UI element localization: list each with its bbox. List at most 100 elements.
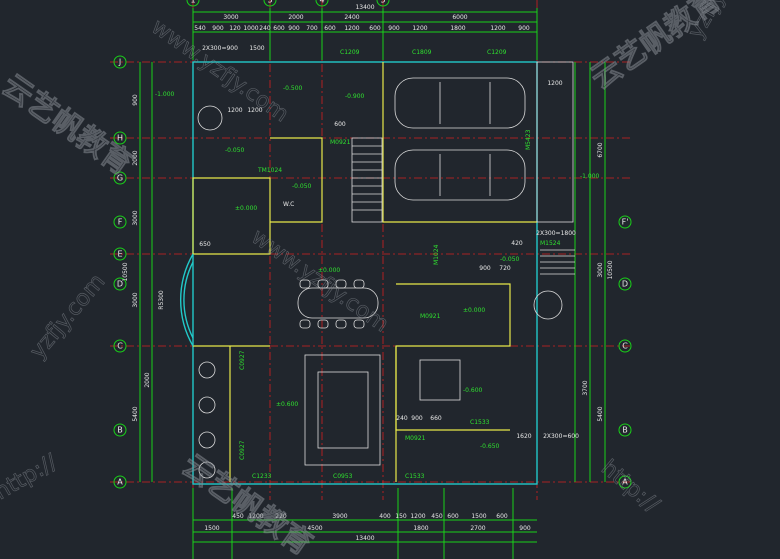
label: M1524 — [540, 240, 561, 247]
dim-top: 6000 — [452, 14, 467, 21]
label: 1200 — [547, 80, 562, 87]
label: ±0.000 — [318, 267, 340, 274]
plant-icons — [197, 105, 563, 479]
column-axis-bubbles: 1 3 4 5 — [186, 0, 390, 7]
window-labels: C1209 C1809 C1209 C1533 C0953 C1233 C153… — [239, 49, 507, 480]
label: 420 — [511, 240, 523, 247]
dim-top: 3000 — [223, 14, 238, 21]
watermark-text: http:// — [596, 455, 664, 518]
label: 720 — [499, 265, 511, 272]
label: C1533 — [470, 419, 490, 426]
building-walls — [180, 61, 574, 485]
dim: 600 — [324, 25, 336, 32]
dim: 13400 — [355, 535, 374, 542]
level-labels: -0.900 -0.500 -0.050 -0.050 ±0.000 ±0.00… — [155, 85, 600, 450]
watermark-text: yzfjy.com — [25, 269, 110, 363]
dim: 1800 — [413, 525, 428, 532]
dim: 5400 — [597, 406, 604, 421]
label: C1533 — [405, 473, 425, 480]
dim: 1200 — [412, 25, 427, 32]
dim: 900 — [212, 25, 224, 32]
door-labels: M0921 M0921 M0921 M1024 M5423 TM1024 M15… — [257, 129, 561, 442]
axis-label: F — [118, 218, 123, 227]
stairs — [351, 137, 575, 275]
label: -1.000 — [580, 173, 600, 180]
left-dims: 900 2000 3000 3000 5400 10500 2000 — [122, 94, 151, 422]
side-dimension-lines — [139, 62, 606, 482]
dim: 3000 — [597, 262, 604, 277]
label: C1209 — [340, 49, 360, 56]
axis-label: D — [622, 280, 628, 289]
dim: 400 — [379, 513, 391, 520]
axis-label: J — [118, 58, 121, 67]
label: 900 — [479, 265, 491, 272]
dim: 600 — [273, 25, 285, 32]
row-axis-bubbles-left: J H G F E D C B A — [113, 55, 127, 489]
right-dims: 6700 3000 10500 5400 3700 — [582, 142, 614, 421]
dim: 1200 — [410, 513, 425, 520]
dim: 3700 — [582, 380, 589, 395]
dim: 220 — [275, 513, 287, 520]
label: -0.650 — [480, 443, 500, 450]
axis-label: E — [117, 250, 122, 259]
dim: 1200 — [490, 25, 505, 32]
car-icons — [394, 77, 526, 201]
label: M1024 — [433, 244, 440, 265]
dim: 450 — [431, 513, 443, 520]
axis-label: 5 — [380, 0, 385, 5]
axis-label: D — [117, 280, 123, 289]
label: ±0.000 — [463, 307, 485, 314]
dim: 900 — [518, 25, 530, 32]
dim: 900 — [288, 25, 300, 32]
label: 650 — [199, 241, 211, 248]
dim: 1500 — [204, 525, 219, 532]
label: -0.600 — [463, 387, 483, 394]
label: ±0.600 — [276, 401, 298, 408]
label: -0.900 — [345, 93, 365, 100]
dining-table-icon — [297, 279, 379, 329]
label: ±0.000 — [235, 205, 257, 212]
label: 2X300=1800 — [536, 230, 576, 237]
label: C0927 — [239, 350, 246, 370]
dim: 2700 — [470, 525, 485, 532]
dim: 2000 — [132, 150, 139, 165]
dim: 600 — [369, 25, 381, 32]
room-label-wc: W.C — [283, 201, 294, 208]
axis-label: 1 — [190, 0, 195, 5]
row-axis-bubbles-right: F' D C B A — [618, 215, 632, 489]
dim: 1200 — [248, 513, 263, 520]
label: M0921 — [330, 139, 351, 146]
label: -0.050 — [292, 183, 312, 190]
label: M5423 — [525, 129, 532, 150]
dim: 450 — [232, 513, 244, 520]
watermark-text: http:// — [0, 450, 62, 506]
axis-label: A — [622, 478, 628, 487]
label: 2X300=600 — [543, 433, 579, 440]
axis-label: B — [117, 426, 123, 435]
dim: 700 — [306, 25, 318, 32]
watermark: 云艺帆教育 云艺帆教育 云艺帆教育 www.yzfjy.com www.yzfj… — [0, 0, 757, 559]
dim: 600 — [447, 513, 459, 520]
dim: 900 — [388, 25, 400, 32]
dim-top-total: 13400 — [355, 4, 374, 11]
axis-label: 3 — [267, 0, 272, 5]
label: C0927 — [239, 440, 246, 460]
label: 240 — [396, 415, 408, 422]
dim: 900 — [519, 525, 531, 532]
dim: 1500 — [471, 513, 486, 520]
dim: 3000 — [132, 292, 139, 307]
axis-label: H — [117, 134, 123, 143]
dim: 5400 — [132, 406, 139, 421]
label: 660 — [430, 415, 442, 422]
label: -0.050 — [500, 256, 520, 263]
axis-label: C — [622, 342, 628, 351]
dim: 1000 — [243, 25, 258, 32]
dim: 4500 — [307, 525, 322, 532]
dim: 1200 — [344, 25, 359, 32]
label: 600 — [334, 121, 346, 128]
label: M0921 — [405, 435, 426, 442]
label: 1200 — [227, 107, 242, 114]
dim: 6700 — [597, 142, 604, 157]
axis-label: C — [117, 342, 123, 351]
